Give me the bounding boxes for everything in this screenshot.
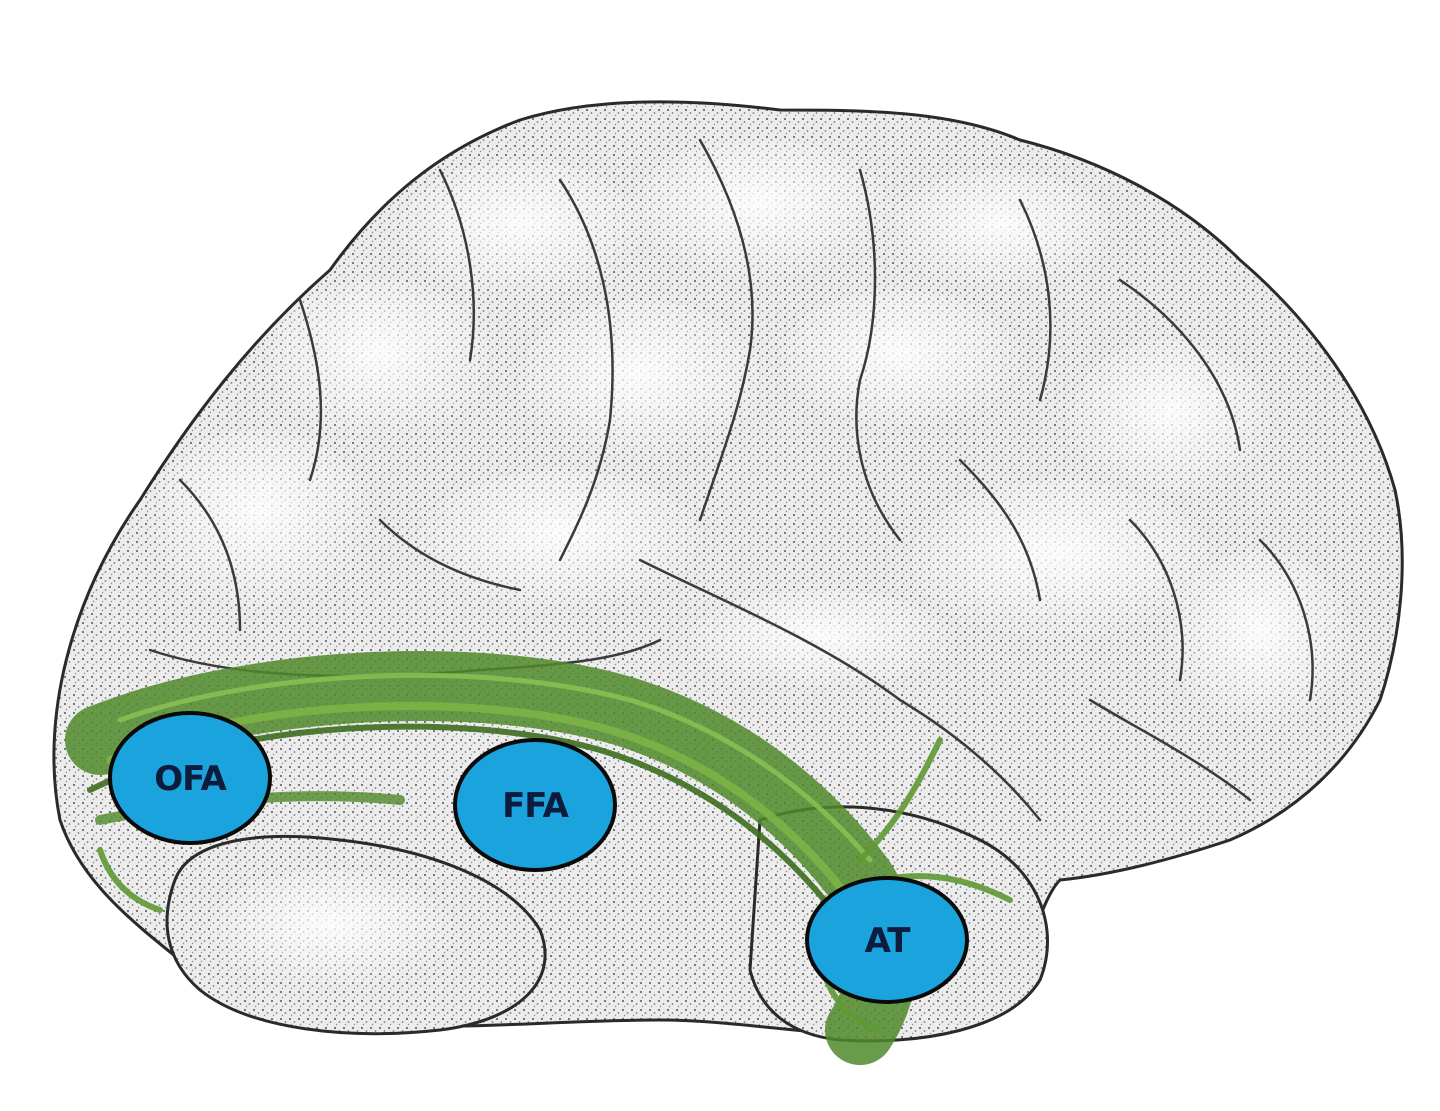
region-ffa: FFA	[453, 738, 617, 872]
region-ffa-label: FFA	[502, 786, 570, 826]
region-ofa: OFA	[108, 711, 272, 845]
region-at-label: AT	[865, 921, 912, 961]
cerebellum	[165, 834, 547, 1036]
region-ofa-label: OFA	[154, 759, 227, 799]
region-at: AT	[805, 876, 969, 1004]
